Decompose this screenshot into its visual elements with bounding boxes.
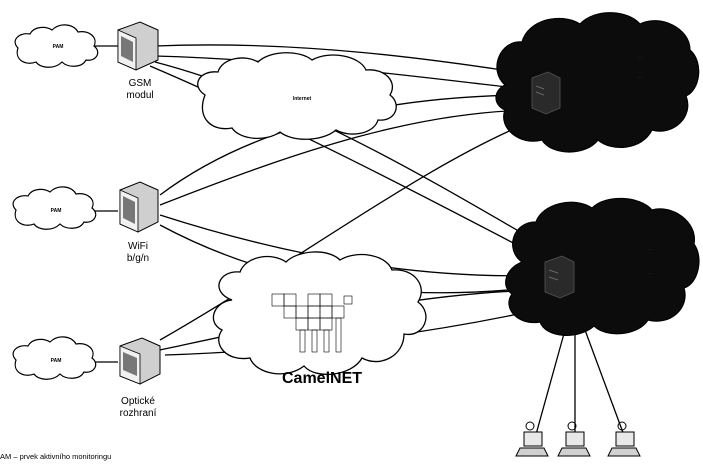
gsm-module-device: GSM modul: [117, 21, 159, 101]
gsm-label-line2: modul: [126, 90, 153, 101]
workstation-icon-1: [515, 421, 549, 457]
workstation-icon-2: [557, 421, 591, 457]
legend-text: AM – prvek aktivního monitoringu: [0, 452, 111, 461]
optical-device: Optické rozhraní: [119, 337, 161, 419]
pam-cloud-1: PAM: [14, 24, 99, 68]
pam-label-1: PAM: [53, 44, 64, 50]
center-cloud-bottom: ... ...: [505, 197, 700, 336]
center-bottom-line1: ...: [647, 246, 652, 252]
gsm-label-line1: GSM: [129, 78, 152, 89]
optical-label-line1: Optické: [121, 396, 155, 407]
wifi-label-line1: WiFi: [128, 241, 148, 252]
internet-label: Internet: [293, 96, 312, 102]
wifi-device: WiFi b/g/n: [119, 181, 159, 264]
pam-label-2: PAM: [51, 208, 62, 214]
optical-label-line2: rozhraní: [120, 408, 157, 419]
center-cloud-top: ... ...: [495, 12, 700, 153]
center-top-line1: ...: [637, 54, 642, 60]
pam-cloud-3: PAM: [12, 336, 97, 380]
wifi-label-line2: b/g/n: [127, 253, 149, 264]
pam-label-3: PAM: [51, 358, 62, 364]
pam-cloud-2: PAM: [12, 186, 97, 230]
camelnet-cloud: CamelNET: [212, 251, 427, 387]
internet-cloud: Internet: [197, 52, 397, 140]
camelnet-label: CamelNET: [282, 370, 362, 387]
center-top-line2: ...: [637, 74, 642, 80]
center-bottom-line2: ...: [647, 270, 652, 276]
workstation-icon-3: [607, 421, 641, 457]
camel-icon: [271, 293, 353, 353]
